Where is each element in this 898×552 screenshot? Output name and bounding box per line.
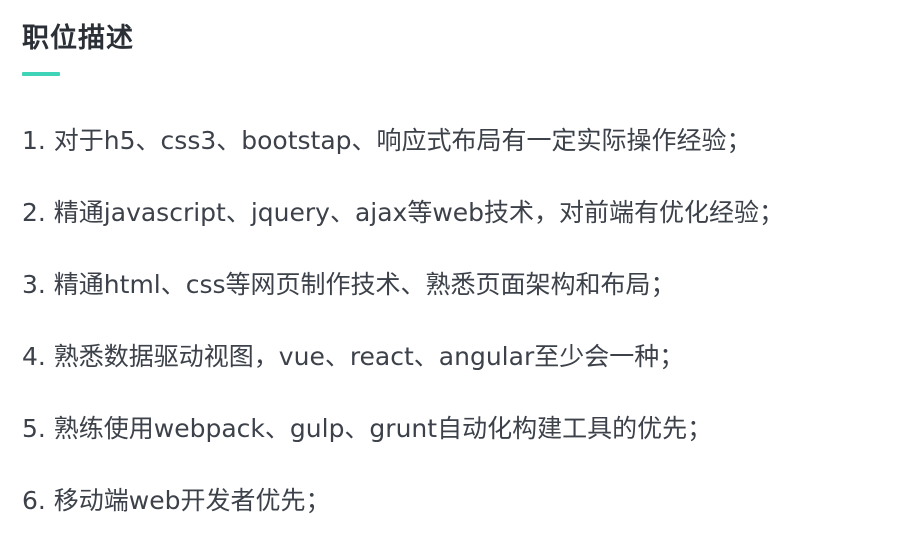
title-underline (22, 72, 60, 76)
section-title: 职位描述 (22, 23, 134, 54)
requirement-item-6: 6. 移动端web开发者优先； (22, 486, 331, 515)
requirement-item-5: 5. 熟练使用webpack、gulp、grunt自动化构建工具的优先； (22, 414, 713, 443)
requirement-item-1: 1. 对于h5、css3、bootstap、响应式布局有一定实际操作经验； (22, 126, 752, 155)
requirement-item-2: 2. 精通javascript、jquery、ajax等web技术，对前端有优化… (22, 198, 785, 227)
requirements-list: 1. 对于h5、css3、bootstap、响应式布局有一定实际操作经验； 2.… (22, 120, 784, 552)
requirement-item-4: 4. 熟悉数据驱动视图，vue、react、angular至少会一种； (22, 342, 685, 371)
requirement-item-3: 3. 精通html、css等网页制作技术、熟悉页面架构和布局； (22, 270, 676, 299)
